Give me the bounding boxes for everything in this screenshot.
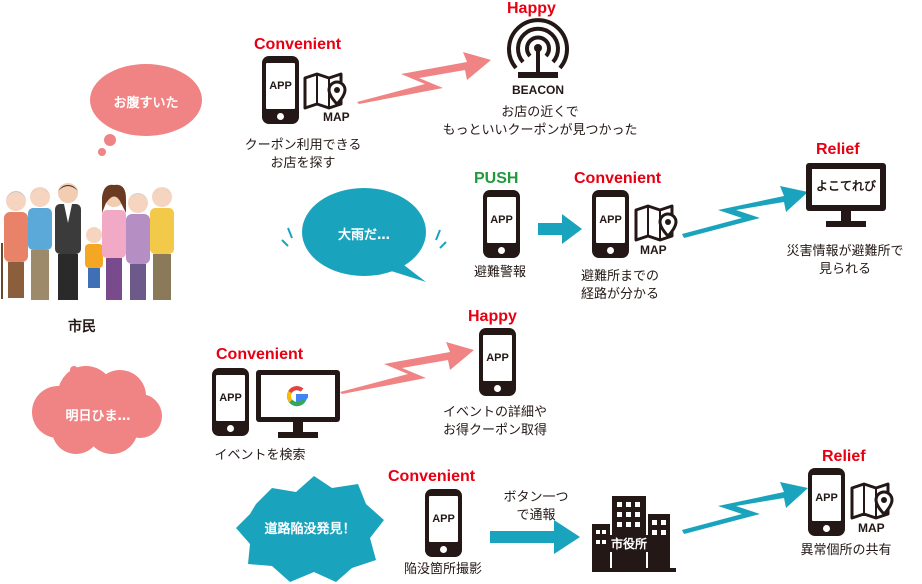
caption-line: 避難所までの — [580, 269, 659, 284]
google-monitor-icon — [256, 370, 340, 438]
phone-icon: APP — [262, 56, 299, 124]
tag-convenient: Convenient — [574, 170, 662, 187]
caption-line: お得クーポン取得 — [442, 423, 547, 438]
person-body — [4, 212, 28, 262]
city-hall-icon — [592, 496, 676, 572]
arrow-teal-long — [490, 520, 580, 554]
map-icon — [303, 72, 347, 110]
phone-icon: APP — [425, 489, 462, 557]
bubble-text: 明日ひま… — [65, 409, 131, 424]
caption-line: 異常個所の共有 — [800, 543, 892, 558]
person-head — [128, 193, 148, 213]
map-icon — [850, 482, 894, 520]
tag-happy: Happy — [507, 0, 556, 17]
app-label: APP — [487, 197, 516, 243]
tag-relief: Relief — [822, 448, 866, 465]
person-head — [58, 183, 78, 203]
phone-icon: APP — [808, 468, 845, 536]
person-body — [102, 210, 126, 258]
citizens-illustration — [1, 183, 174, 300]
map-label: MAP — [858, 521, 885, 535]
caption-line: 経路が分かる — [580, 287, 659, 302]
bubble-text: 道路陥没発見！ — [264, 522, 356, 537]
arrow-caption-line: で通報 — [516, 508, 556, 523]
cloud-bubble-bored — [32, 366, 162, 454]
thought-bubble-hungry — [90, 64, 202, 156]
person-head — [152, 187, 172, 207]
map-icon — [634, 204, 678, 242]
city-hall-label: 市役所 — [609, 535, 650, 552]
arrow-pink — [340, 342, 474, 394]
monitor-screen-text: よこてれび — [815, 179, 876, 193]
caption-line: お店の近くで — [501, 105, 579, 120]
person-body — [126, 214, 150, 264]
app-label: APP — [596, 197, 625, 243]
arrow-pink — [357, 52, 491, 104]
arrow-teal — [538, 214, 582, 244]
phone-icon: APP — [483, 190, 520, 258]
phone-icon: APP — [592, 190, 629, 258]
tag-convenient: Convenient — [254, 36, 342, 53]
tag-convenient: Convenient — [388, 468, 476, 485]
person-legs — [130, 264, 146, 300]
arrow-caption-line: ボタン一つ — [503, 490, 569, 505]
caption-line: 陥没箇所撮影 — [403, 562, 482, 577]
phone-icon: APP — [479, 328, 516, 396]
app-label: APP — [483, 335, 512, 381]
person-head — [30, 187, 50, 207]
tag-happy: Happy — [468, 308, 517, 325]
app-label: APP — [429, 496, 458, 542]
person-body — [28, 208, 52, 250]
beacon-label: BEACON — [512, 83, 565, 97]
app-label: APP — [266, 63, 295, 109]
citizens-label: 市民 — [68, 319, 96, 335]
person-body — [85, 244, 103, 268]
caption-line: 災害情報が避難所で — [786, 244, 904, 259]
caption-line: もっといいクーポンが見つかった — [442, 123, 638, 138]
caption-line: イベントを検索 — [214, 448, 306, 463]
person-legs — [88, 268, 100, 288]
monitor-icon — [806, 163, 886, 227]
map-label: MAP — [323, 110, 350, 124]
person-legs — [106, 258, 122, 300]
person-body — [55, 204, 81, 254]
person-hair — [6, 191, 26, 199]
caption-line: 見られる — [818, 262, 871, 277]
bubble-text: 大雨だ… — [337, 228, 390, 243]
phone-icon: APP — [212, 368, 249, 436]
bubble-text: お腹すいた — [113, 96, 179, 111]
person-head — [86, 227, 102, 243]
beacon-icon — [507, 18, 569, 78]
arrow-teal-zigzag — [682, 186, 808, 238]
tag-push: PUSH — [474, 170, 519, 187]
speech-bubble-rain — [281, 188, 447, 282]
person-head — [6, 191, 26, 211]
caption-line: お店を探す — [270, 156, 336, 171]
person-legs — [31, 250, 49, 300]
tag-convenient: Convenient — [216, 346, 304, 363]
caption-line: 避難警報 — [473, 265, 526, 280]
map-label: MAP — [640, 243, 667, 257]
person-legs — [8, 262, 24, 298]
person-body — [150, 208, 174, 254]
app-label: APP — [812, 475, 841, 521]
arrow-teal-zigzag — [682, 482, 808, 534]
person-legs — [58, 254, 78, 300]
caption-line: クーポン利用できる — [244, 138, 362, 153]
caption-line: イベントの詳細や — [442, 405, 547, 420]
app-label: APP — [216, 375, 245, 421]
spiky-bubble-pothole — [236, 476, 384, 582]
person-legs — [153, 254, 171, 300]
tag-relief: Relief — [816, 141, 860, 158]
